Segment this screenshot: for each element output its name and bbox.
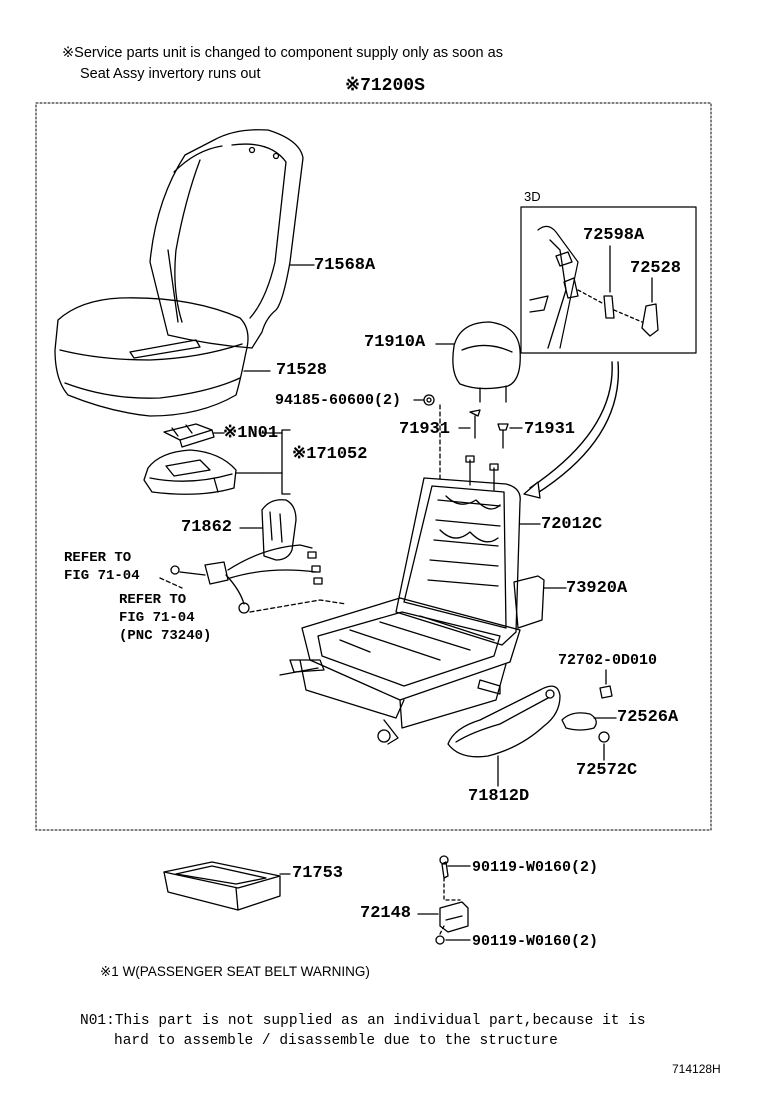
label-pad: 73920A xyxy=(566,579,628,598)
label-shield: 71812D xyxy=(468,787,530,806)
sensor-part xyxy=(143,429,291,495)
refer2-line3: (PNC 73240) xyxy=(119,628,212,644)
label-cushion-cover: 71528 xyxy=(276,361,328,380)
shield-part xyxy=(447,685,561,787)
seat-frame-part xyxy=(279,455,541,745)
inset-label-72598a: 72598A xyxy=(583,226,645,245)
cushion-cover-part xyxy=(54,297,271,417)
label-knob: 72526A xyxy=(617,708,679,727)
figure-number: 714128H xyxy=(672,1062,721,1076)
bracket-part xyxy=(417,855,471,945)
label-tray: 71753 xyxy=(292,864,344,883)
label-72702: 72702-0D010 xyxy=(558,652,658,669)
label-bolt-top: 90119-W0160(2) xyxy=(472,859,599,876)
refer2-line2: FIG 71-04 xyxy=(119,610,195,626)
assy-part-number: ※71200S xyxy=(345,76,425,96)
label-guide-right: 71931 xyxy=(524,420,576,439)
n01-part xyxy=(163,423,225,448)
label-clip: 94185-60600(2) xyxy=(275,392,402,409)
footnote-n01-line1: N01:This part is not supplied as an indi… xyxy=(80,1013,646,1029)
label-headrest: 71910A xyxy=(364,333,426,352)
label-sensor: ※171052 xyxy=(292,445,368,464)
pad-part xyxy=(513,575,567,629)
inset-label-72528: 72528 xyxy=(630,259,682,278)
label-bolt-bottom: 90119-W0160(2) xyxy=(472,933,599,950)
refer1-line2: FIG 71-04 xyxy=(64,568,140,584)
label-bracket: 72148 xyxy=(360,904,412,923)
cover-71862-part xyxy=(239,499,297,561)
headrest-part xyxy=(435,321,521,403)
label-guide-left: 71931 xyxy=(399,420,451,439)
refer1-line1: REFER TO xyxy=(64,550,132,566)
service-note-line2: Seat Assy invertory runs out xyxy=(80,66,261,82)
guides-and-clip xyxy=(413,394,523,481)
tray-part xyxy=(163,861,291,911)
buckle-harness-part xyxy=(159,544,347,614)
small-parts xyxy=(561,669,617,761)
footnote-passenger-warning: ※1 W(PASSENGER SEAT BELT WARNING) xyxy=(100,964,370,979)
service-note-line1: ※Service parts unit is changed to compon… xyxy=(62,45,503,61)
refer2-line1: REFER TO xyxy=(119,592,187,608)
footnote-n01-line2: hard to assemble / disassemble due to th… xyxy=(114,1033,558,1049)
inset-3d xyxy=(520,206,697,499)
label-cap: 72572C xyxy=(576,761,638,780)
assy-boundary xyxy=(35,102,712,831)
inset-title: 3D xyxy=(524,189,541,204)
label-cover-71862: 71862 xyxy=(181,518,233,537)
label-frame: 72012C xyxy=(541,515,603,534)
label-seatback-cover: 71568A xyxy=(314,256,376,275)
label-n01: ※1N01 xyxy=(223,424,279,443)
